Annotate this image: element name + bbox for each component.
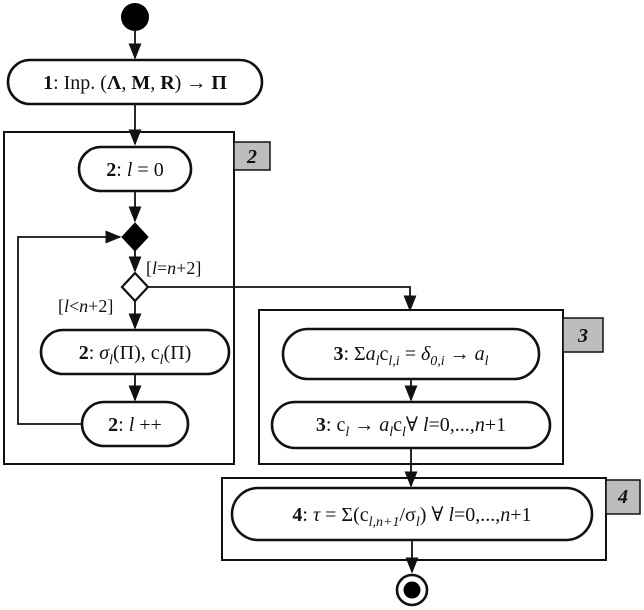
- flow-decision-exit: [148, 286, 417, 312]
- group-4-tag: [605, 479, 641, 515]
- group-2-tag: [233, 141, 271, 171]
- group-4-tag-label: 4: [617, 486, 628, 508]
- initial-node: [121, 3, 149, 31]
- guard-loop: [l<n+2]: [58, 296, 113, 316]
- activity-2-compute-label: 2: σl(Π), cl(Π): [79, 342, 192, 368]
- activity-4-tau-label: 4: τ = Σ(cl,n+1/σl) ∀ l=0,...,n+1: [292, 504, 531, 530]
- activity-3-scale-label: 3: cl → alcl∀ l=0,...,n+1: [316, 414, 506, 440]
- guard-exit: [l=n+2]: [146, 258, 201, 278]
- decision-node: [120, 271, 150, 303]
- group-2-frame: [3, 131, 235, 465]
- activity-2-increment-label: 2: l ++: [108, 414, 162, 436]
- flow-loop-back: [17, 230, 122, 425]
- activity-1-label: 1: Inp. (Λ, M, R) → Π: [43, 72, 227, 94]
- group-2-tag-label: 2: [246, 146, 257, 168]
- group-3-tag-label: 3: [577, 325, 588, 347]
- activity-2-init-label: 2: l = 0: [106, 159, 163, 181]
- merge-node: [121, 222, 149, 252]
- final-node: [395, 573, 429, 607]
- group-3-tag: [562, 317, 604, 353]
- activity-3-solve-label: 3: Σalcl,i = δ0,i → al: [333, 343, 488, 369]
